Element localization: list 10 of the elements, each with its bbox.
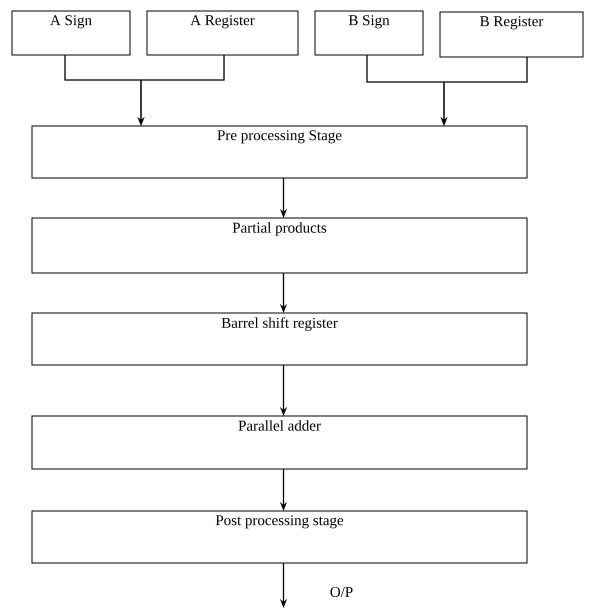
stage-box: Post processing stage — [32, 510, 528, 564]
input-box: B Sign — [314, 10, 424, 56]
stage-box: Pre processing Stage — [32, 126, 528, 178]
input-box: A Register — [146, 10, 298, 56]
stage-box: Barrel shift register — [32, 312, 528, 366]
stage-box: Parallel adder — [32, 416, 528, 470]
input-box: A Sign — [12, 10, 130, 56]
input-box: B Register — [440, 12, 584, 58]
edge-label: O/P — [328, 586, 354, 598]
stage-box: Partial products — [32, 218, 528, 274]
